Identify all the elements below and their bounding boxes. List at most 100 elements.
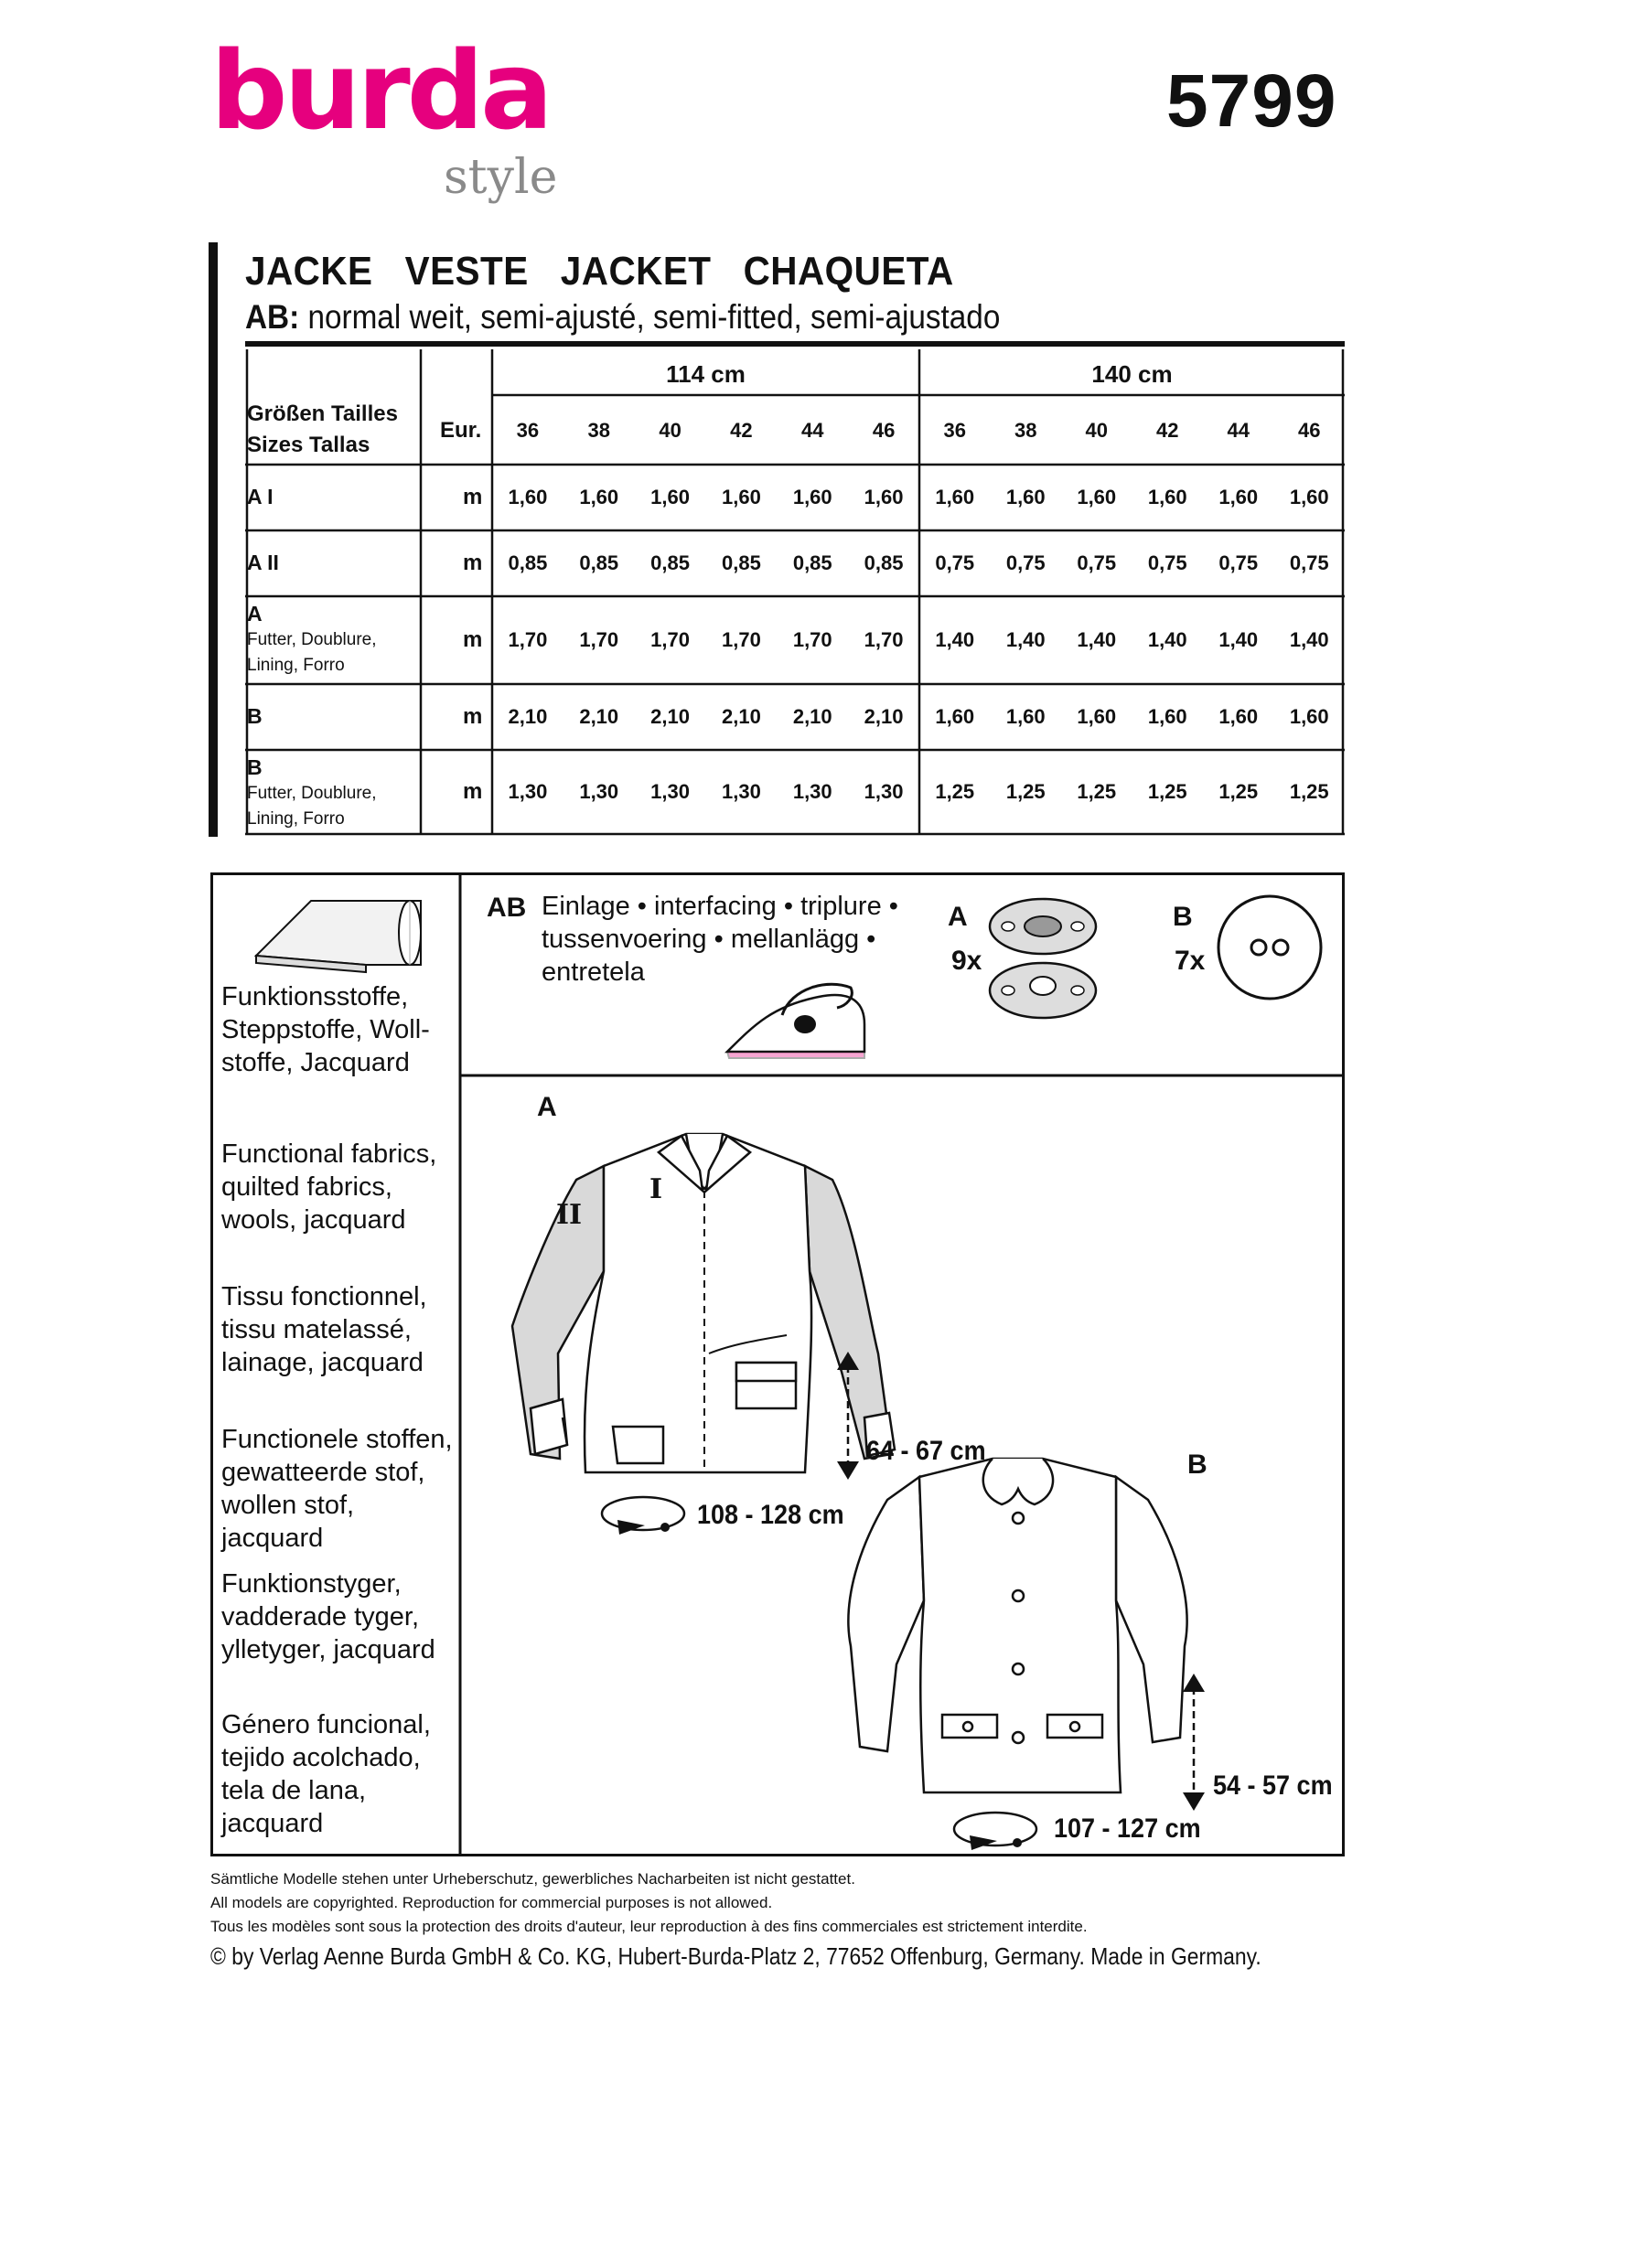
yardage-cell: 0,75 — [1289, 551, 1329, 574]
notion-a-view: A — [948, 902, 968, 932]
size-cell: 44 — [1227, 419, 1250, 442]
fit-text: normal weit, semi-ajusté, semi-fitted, s… — [299, 298, 1001, 336]
size-header-line: Größen Tailles — [247, 401, 398, 426]
yardage-cell: 0,85 — [721, 551, 761, 574]
yardage-cell: 1,70 — [792, 628, 832, 651]
footer-line: Sämtliche Modelle stehen unter Urhebersc… — [210, 1870, 855, 1888]
fabric-line: lainage, jacquard — [221, 1348, 424, 1377]
fabric-line: Funktionstyger, — [221, 1569, 402, 1599]
yardage-cell: 1,60 — [1077, 705, 1117, 728]
snap-fastener-icon — [988, 897, 1098, 1020]
length-arrow-icon — [837, 1352, 859, 1480]
width-140-label: 140 cm — [1091, 360, 1173, 388]
iron-icon — [724, 982, 866, 1059]
yardage-cell: 1,60 — [864, 486, 904, 508]
width-114-label: 114 cm — [666, 360, 746, 388]
unit-label: m — [463, 485, 483, 509]
row-label: B — [247, 704, 263, 728]
unit-label: m — [463, 627, 483, 652]
yardage-cell: 1,60 — [508, 486, 548, 508]
yardage-cell: 1,60 — [1218, 705, 1259, 728]
fabric-line: Functional fabrics, — [221, 1139, 437, 1169]
yardage-cell: 1,25 — [935, 780, 975, 803]
fabric-line: tela de lana, — [221, 1776, 367, 1805]
unit-label: m — [463, 779, 483, 804]
fabric-line: Funktionsstoffe, — [221, 982, 409, 1011]
size-cell: 38 — [587, 419, 610, 442]
view-b-label: B — [1187, 1450, 1207, 1480]
row-label: A — [247, 602, 263, 626]
footer-line: All models are copyrighted. Reproduction… — [210, 1894, 773, 1911]
yardage-cell: 1,60 — [579, 486, 619, 508]
size-cell: 40 — [1085, 419, 1108, 442]
yardage-cell: 0,85 — [792, 551, 832, 574]
size-cell: 36 — [516, 419, 540, 442]
fabric-line: tejido acolchado, — [221, 1743, 421, 1772]
yardage-cell: 1,25 — [1005, 780, 1046, 803]
fabric-line: vadderade tyger, — [221, 1602, 420, 1631]
button-icon — [1217, 894, 1323, 1000]
notion-b-qty: 7x — [1175, 946, 1206, 976]
fabric-line: jacquard — [221, 1809, 324, 1838]
yardage-cell: 1,60 — [1218, 486, 1259, 508]
size-header: Größen Tailles Sizes Tallas — [247, 399, 398, 461]
copyright: © by Verlag Aenne Burda GmbH & Co. KG, H… — [210, 1942, 1261, 1970]
page-title: JACKE VESTE JACKET CHAQUETA — [245, 249, 954, 294]
footer-line: Tous les modèles sont sous la protection… — [210, 1918, 1088, 1935]
row-sublabel: Lining, Forro — [247, 809, 345, 829]
yardage-cell: 1,40 — [1005, 628, 1046, 651]
row-sublabel: Lining, Forro — [247, 656, 345, 675]
yardage-cell: 0,85 — [508, 551, 548, 574]
interfacing-line: tussenvoering • mellanlägg • — [542, 925, 876, 954]
width-circle-icon — [952, 1811, 1038, 1850]
yardage-cell: 1,60 — [1005, 486, 1046, 508]
fabric-line: Género funcional, — [221, 1710, 431, 1739]
yardage-cell: 0,85 — [864, 551, 904, 574]
yardage-cell: 2,10 — [508, 705, 548, 728]
yardage-cell: 1,60 — [1077, 486, 1117, 508]
pattern-number: 5799 — [1166, 59, 1337, 143]
size-header-line: Sizes Tallas — [247, 433, 370, 457]
fabric-line: ylletyger, jacquard — [221, 1635, 435, 1664]
yardage-cell: 1,60 — [1147, 705, 1187, 728]
table-grid — [245, 349, 1345, 836]
fabric-line: Tissu fonctionnel, — [221, 1282, 427, 1311]
size-cell: 36 — [943, 419, 966, 442]
row-label: B — [247, 755, 263, 779]
yardage-cell: 1,60 — [650, 486, 690, 508]
yardage-cell: 1,30 — [721, 780, 761, 803]
yardage-cell: 1,30 — [864, 780, 904, 803]
unit-label: m — [463, 704, 483, 729]
eur-label: Eur. — [440, 418, 482, 443]
yardage-cell: 1,40 — [1147, 628, 1187, 651]
size-cell: 42 — [730, 419, 753, 442]
yardage-cell: 1,70 — [508, 628, 548, 651]
yardage-cell: 1,40 — [1077, 628, 1117, 651]
yardage-cell: 1,25 — [1147, 780, 1187, 803]
yardage-cell: 0,85 — [579, 551, 619, 574]
interfacing-views: AB — [487, 893, 527, 923]
view-b-jacket-drawing — [847, 1457, 1188, 1794]
yardage-cell: 1,30 — [508, 780, 548, 803]
unit-label: m — [463, 551, 483, 575]
info-box-lines — [458, 872, 1345, 1856]
yardage-cell: 0,75 — [1147, 551, 1187, 574]
view-a-length: 64 - 67 cm — [866, 1436, 986, 1466]
brand-logo-sub: style — [444, 150, 558, 205]
brand-logo: burda — [210, 27, 553, 154]
size-cell: 44 — [801, 419, 824, 442]
yardage-cell: 0,75 — [1218, 551, 1259, 574]
yardage-cell: 1,60 — [935, 705, 975, 728]
info-box — [210, 872, 1345, 1856]
interfacing-line: Einlage • interfacing • triplure • — [542, 892, 898, 921]
yardage-cell: 1,70 — [579, 628, 619, 651]
notion-a-qty: 9x — [951, 946, 982, 976]
yardage-cell: 2,10 — [792, 705, 832, 728]
yardage-table: 114 cm 140 cm Größen Tailles Sizes Talla… — [245, 348, 1345, 836]
fit-description: AB: normal weit, semi-ajusté, semi-fitte… — [245, 298, 1000, 337]
fabric-line: Steppstoffe, Woll- — [221, 1015, 430, 1044]
size-cell: 42 — [1156, 419, 1179, 442]
yardage-cell: 1,30 — [792, 780, 832, 803]
table-top-rule — [245, 341, 1345, 347]
view-a-width: 108 - 128 cm — [697, 1500, 844, 1530]
